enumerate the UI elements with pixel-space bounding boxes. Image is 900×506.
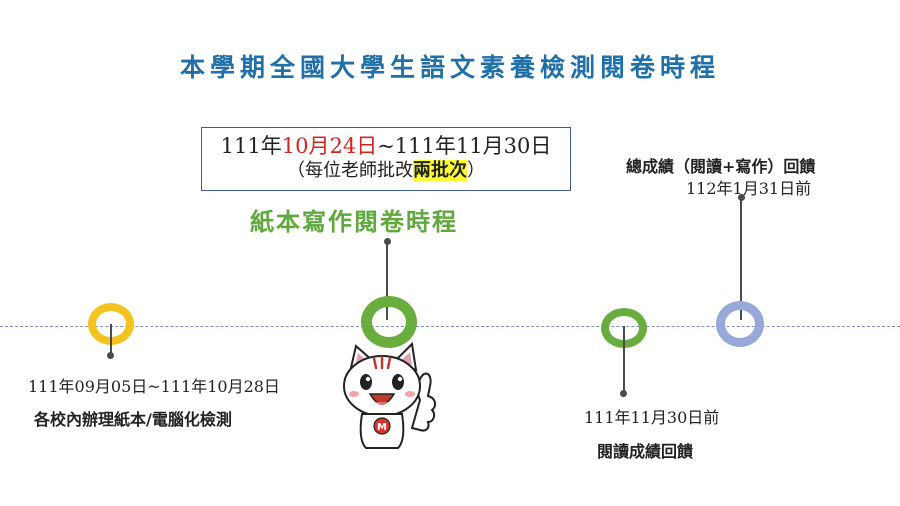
paper-grading-date: 111年10月24日~111年11月30日: [202, 133, 570, 159]
milestone-dot-total-feedback: [738, 194, 745, 201]
milestone-ring-total-feedback: [716, 301, 764, 347]
page-title: 本學期全國大學生語文素養檢測閱卷時程: [179, 53, 720, 82]
milestone-ring-paper-grading: [361, 296, 417, 348]
paper-grading-label: 紙本寫作閱卷時程: [250, 207, 458, 236]
milestone-dot-school-test: [107, 352, 114, 359]
mascot-badge-text: M: [377, 422, 387, 433]
date-prefix: 111年: [220, 134, 282, 158]
milestone-dot-reading-feedback: [620, 390, 627, 397]
milestone-dot-paper-grading-top: [384, 238, 391, 245]
milestone-stem-total-feedback: [740, 198, 742, 320]
milestone-date-reading-feedback: 111年11月30日前: [584, 408, 720, 427]
milestone-stem-paper-grading: [386, 242, 388, 320]
milestone-label-school-test: 各校內辦理紙本/電腦化檢測: [34, 410, 232, 429]
milestone-date-school-test: 111年09月05日~111年10月28日: [28, 377, 280, 396]
note-prefix: （每位老師批改: [287, 160, 413, 181]
cat-mascot-icon: M: [336, 340, 440, 450]
paper-grading-box: 111年10月24日~111年11月30日 （每位老師批改兩批次）: [201, 127, 571, 191]
timeline-axis: [0, 326, 900, 327]
note-suffix: ）: [467, 160, 485, 181]
date-suffix: ~111年11月30日: [377, 134, 552, 158]
milestone-label-reading-feedback: 閱讀成績回饋: [597, 442, 694, 461]
milestone-label-total-feedback: 總成績（閱讀+寫作）回饋: [626, 157, 816, 176]
paper-grading-note: （每位老師批改兩批次）: [202, 159, 570, 183]
date-red: 10月24日: [281, 134, 378, 158]
note-highlight: 兩批次: [413, 160, 467, 181]
milestone-stem-reading-feedback: [623, 326, 625, 392]
milestone-stem-school-test: [110, 324, 112, 355]
milestone-date-total-feedback: 112年1月31日前: [686, 179, 812, 198]
